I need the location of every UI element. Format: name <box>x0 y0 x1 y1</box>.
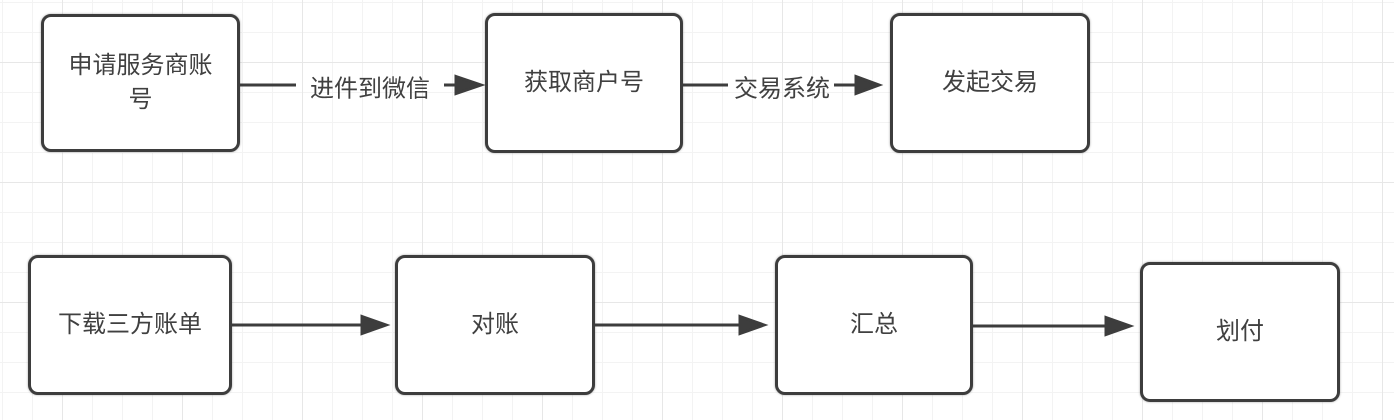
arrowhead-icon <box>854 74 884 96</box>
node-label: 下载三方账单 <box>58 311 202 338</box>
node-initiate-transaction: 发起交易 <box>890 13 1090 153</box>
arrowhead-icon <box>454 74 486 96</box>
node-label: 获取商户号 <box>524 69 644 96</box>
node-label: 划付 <box>1216 318 1264 345</box>
edge-apply-to-merchant <box>238 74 486 96</box>
node-summarize: 汇总 <box>775 255 973 395</box>
edge-label-onboarding-wechat: 进件到微信 <box>310 75 430 103</box>
node-download-third-party-bill: 下载三方账单 <box>28 255 232 395</box>
node-transfer: 划付 <box>1140 262 1340 402</box>
arrowhead-icon <box>738 314 769 336</box>
node-label: 汇总 <box>850 311 898 338</box>
node-label: 发起交易 <box>942 69 1038 96</box>
edge-reconcile-to-summary <box>593 314 769 336</box>
node-reconcile: 对账 <box>395 255 595 395</box>
arrowhead-icon <box>360 314 391 336</box>
node-label: 申请服务商账号 <box>68 52 213 113</box>
edge-label-trading-system: 交易系统 <box>734 75 830 103</box>
edge-summary-to-transfer <box>971 315 1135 337</box>
node-get-merchant-id: 获取商户号 <box>485 13 683 153</box>
arrowhead-icon <box>1104 315 1135 337</box>
node-apply-provider-account: 申请服务商账号 <box>41 14 240 152</box>
edge-merchant-to-transaction <box>681 74 884 96</box>
edge-bill-to-reconcile <box>230 314 391 336</box>
node-label: 对账 <box>471 311 519 338</box>
